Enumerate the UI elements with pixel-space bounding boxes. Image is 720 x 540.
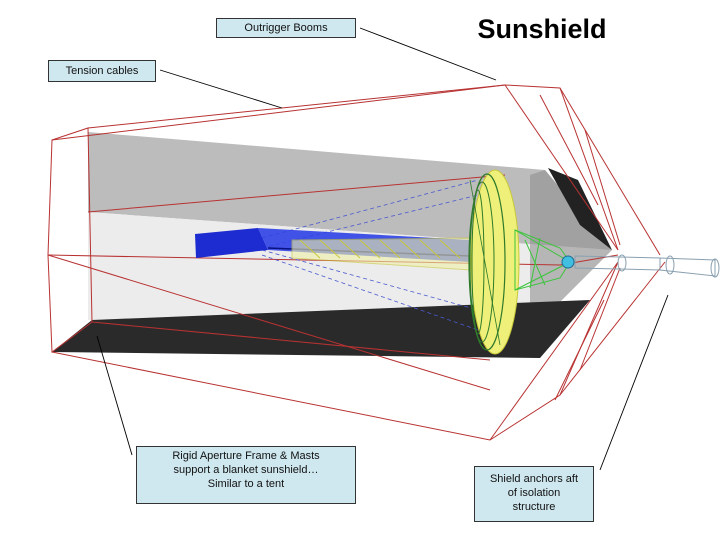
boom-2	[559, 87, 661, 256]
boom-6	[554, 299, 605, 401]
frame-wireframe	[47, 84, 666, 441]
tension-cables-label: Tension cables	[48, 60, 156, 82]
tension-cable-mid	[47, 254, 619, 266]
leader-lines	[96, 27, 669, 471]
cable-2	[87, 174, 506, 213]
boom-4	[559, 261, 666, 396]
dark-floor-panel	[52, 300, 590, 358]
tension-cable-bottom	[51, 261, 619, 441]
boom-1	[504, 84, 619, 251]
leader-booms	[359, 27, 497, 81]
diagram-title: Sunshield	[477, 14, 607, 44]
right-gray-panel	[530, 170, 612, 332]
boom-7	[584, 129, 621, 246]
aperture-frame-label: Rigid Aperture Frame & Masts support a b…	[136, 446, 356, 504]
leader-anchors	[599, 294, 669, 471]
aperture-frame	[47, 127, 93, 353]
leader-cables	[159, 69, 283, 109]
anchor-label-line-3: structure	[512, 501, 556, 513]
anchor-label-line-1: Shield anchors aft	[489, 473, 579, 485]
dark-top-panel	[548, 168, 612, 250]
frame-label-line-1: Rigid Aperture Frame & Masts	[172, 450, 320, 462]
isolation-structure	[574, 254, 720, 278]
cable-3	[91, 321, 491, 361]
support-struts	[514, 229, 575, 291]
shield-anchors-label: Shield anchors aft of isolation structur…	[474, 466, 594, 522]
cable-1	[87, 84, 506, 129]
frame-label-line-2: support a blanket sunshield…	[173, 464, 319, 476]
frame-label-line-3: Similar to a tent	[207, 478, 285, 490]
anchor-label-line-2: of isolation	[507, 487, 561, 499]
cable-4	[47, 254, 491, 391]
boom-3	[489, 261, 619, 441]
tension-cable-top	[51, 84, 619, 251]
boom-5	[539, 94, 599, 206]
primary-mirror	[468, 169, 520, 355]
outrigger-booms-label: Outrigger Booms	[216, 18, 356, 38]
leader-frame	[96, 335, 133, 456]
boom-8	[579, 267, 621, 371]
